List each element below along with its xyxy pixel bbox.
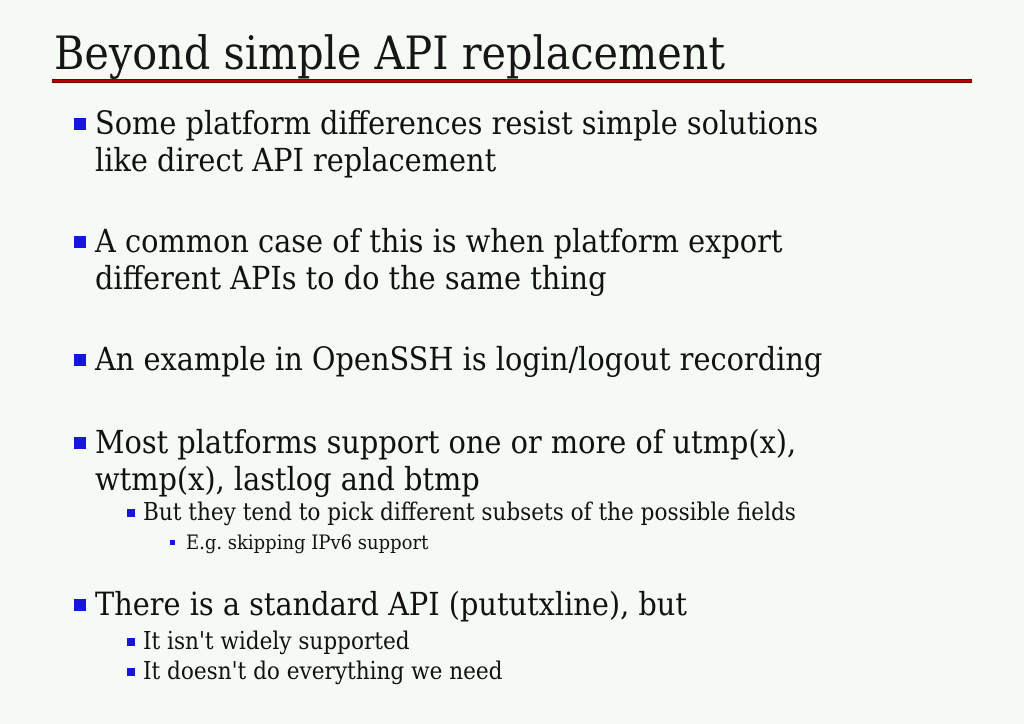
- bullet-square-icon: [170, 540, 175, 545]
- bullet-text: There is a standard API (pututxline), bu…: [95, 585, 687, 623]
- bullet-text: It doesn't do everything we need: [143, 657, 503, 685]
- bullet-square-icon: [74, 118, 86, 130]
- bullet-text: A common case of this is when platform e…: [95, 222, 783, 260]
- bullet-text: But they tend to pick different subsets …: [143, 498, 796, 526]
- bullet-square-icon: [74, 599, 86, 611]
- bullet-text: wtmp(x), lastlog and btmp: [95, 460, 480, 498]
- bullet-subitem: It isn't widely supported: [0, 626, 1024, 656]
- bullet-subsubitem: E.g. skipping IPv6 support: [0, 529, 1024, 555]
- bullet-text: It isn't widely supported: [143, 627, 410, 655]
- slide-title: Beyond simple API replacement: [54, 26, 726, 80]
- bullet-square-icon: [74, 354, 86, 366]
- bullet-item: There is a standard API (pututxline), bu…: [0, 586, 1024, 623]
- title-underline: [52, 79, 972, 83]
- bullet-item: An example in OpenSSH is login/logout re…: [0, 341, 1024, 378]
- bullet-text: An example in OpenSSH is login/logout re…: [95, 340, 823, 378]
- bullet-text: like direct API replacement: [95, 141, 497, 179]
- bullet-text: Some platform differences resist simple …: [95, 104, 819, 142]
- bullet-text: Most platforms support one or more of ut…: [95, 423, 797, 461]
- bullet-text: different APIs to do the same thing: [95, 259, 607, 297]
- bullet-square-icon: [74, 437, 86, 449]
- bullet-item: Some platform differences resist simple …: [0, 105, 1024, 179]
- bullet-subitem: It doesn't do everything we need: [0, 656, 1024, 686]
- bullet-item: A common case of this is when platform e…: [0, 223, 1024, 297]
- bullet-square-icon: [127, 668, 135, 676]
- bullet-subitem: But they tend to pick different subsets …: [0, 497, 1024, 527]
- bullet-square-icon: [127, 509, 135, 517]
- bullet-square-icon: [127, 638, 135, 646]
- bullet-square-icon: [74, 236, 86, 248]
- bullet-item: Most platforms support one or more of ut…: [0, 424, 1024, 498]
- bullet-text: E.g. skipping IPv6 support: [186, 530, 429, 554]
